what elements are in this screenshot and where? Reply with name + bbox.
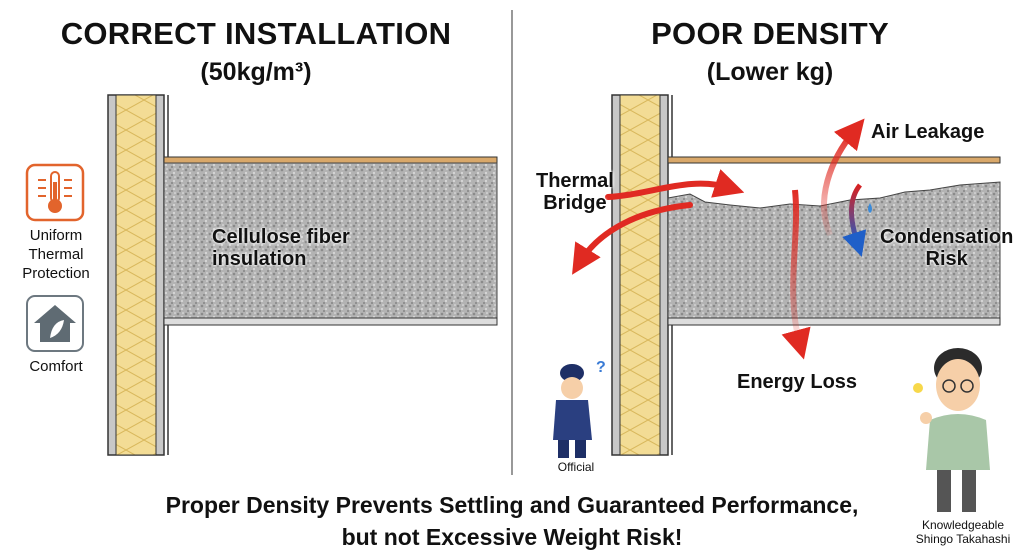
- label-line: Knowledgeable: [921, 518, 1005, 532]
- label-line: Risk: [925, 248, 968, 270]
- insulation-label-line: insulation: [212, 248, 307, 270]
- left-title: CORRECT INSTALLATION: [60, 16, 452, 51]
- presenter-figure: [913, 348, 990, 512]
- uniform-thermal-protection-label: Uniform Thermal Protection: [22, 226, 90, 283]
- air-leakage-arrow: [821, 118, 865, 237]
- label-line: Shingo Takahashi: [915, 532, 1011, 546]
- right-joist: [667, 317, 1001, 326]
- condensation-arrow: [842, 183, 867, 257]
- label-line: Bridge: [543, 192, 607, 214]
- insulation-label-line: Cellulose fiber: [212, 226, 350, 248]
- left-wall: [107, 94, 169, 456]
- official-label: Official: [557, 460, 595, 474]
- label-line: Uniform: [29, 227, 83, 244]
- lightbulb-icon: [913, 383, 923, 393]
- condensation-risk-label: Condensation Risk: [880, 226, 1013, 270]
- thermal-bridge-label: Thermal Bridge: [536, 170, 614, 214]
- water-drop-icon: [868, 203, 872, 213]
- thermal-bridge-arrows: [572, 169, 745, 275]
- label-line: Condensation: [880, 226, 1014, 248]
- right-title: POOR DENSITY: [651, 16, 889, 51]
- air-leakage-label: Air Leakage: [871, 121, 985, 143]
- right-subtitle: (Lower kg): [706, 58, 834, 86]
- label-line: Thermal: [536, 170, 614, 192]
- presenter-label: Knowledgeable Shingo Takahashi: [916, 518, 1011, 546]
- left-subtitle: (50kg/m³): [200, 58, 312, 86]
- official-figure: ?: [553, 359, 606, 458]
- house-leaf-icon: [26, 295, 84, 352]
- left-floor-board: [163, 156, 498, 164]
- left-joist: [163, 317, 498, 326]
- label-line: Protection: [22, 265, 90, 282]
- question-mark-icon: ?: [596, 359, 606, 376]
- left-cellulose: [163, 162, 498, 319]
- energy-loss-label: Energy Loss: [737, 371, 858, 393]
- label-line: Thermal: [28, 246, 84, 263]
- energy-loss-arrow: [781, 189, 811, 360]
- comfort-label: Comfort: [29, 358, 83, 375]
- insulation-label: Cellulose fiber insulation: [212, 226, 350, 270]
- right-wall: [611, 94, 673, 456]
- thermometer-icon: [25, 163, 85, 222]
- footer-line-2: but not Excessive Weight Risk!: [341, 524, 683, 550]
- right-settled-cellulose: [667, 181, 1001, 319]
- footer-line-1: Proper Density Prevents Settling and Gua…: [165, 492, 859, 518]
